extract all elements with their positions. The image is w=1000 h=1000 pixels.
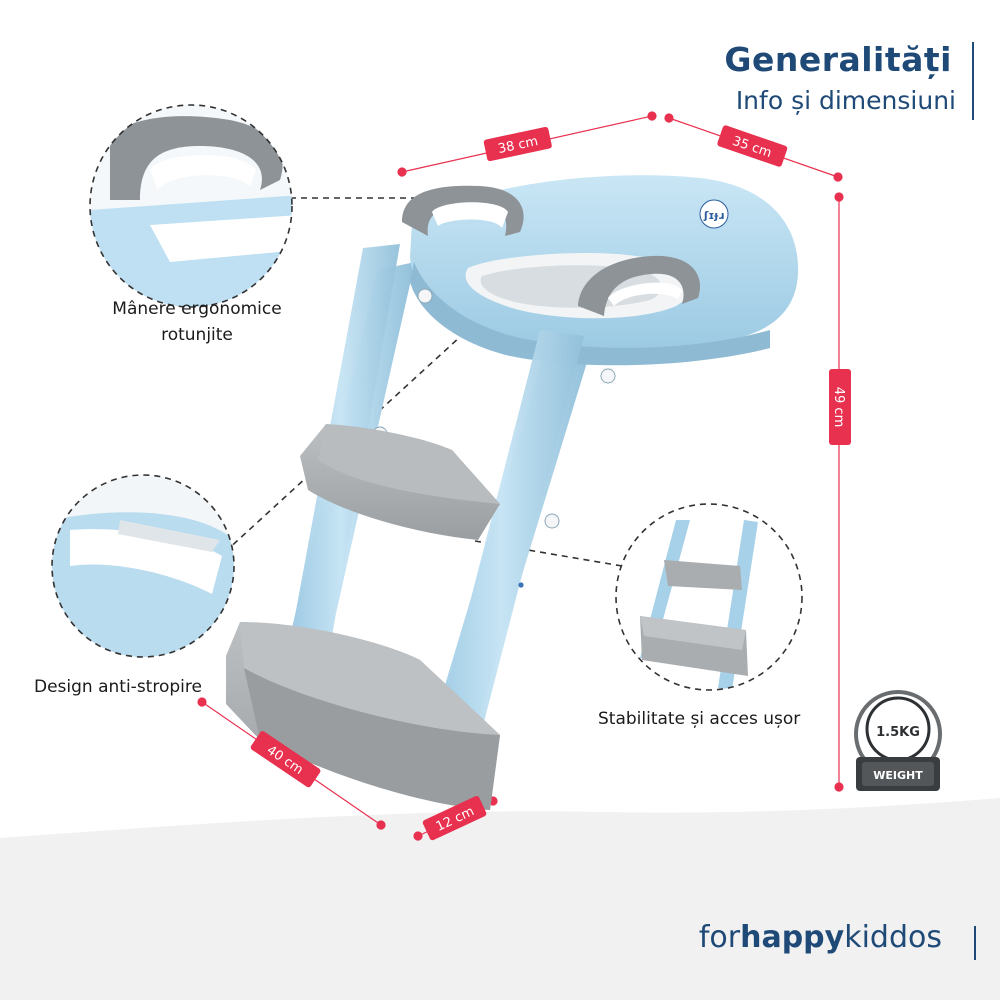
brand-bold: happy [740, 920, 845, 955]
floor-band [0, 798, 1000, 1000]
dim-top-width: 38 cm [483, 126, 552, 162]
brand-suffix: kiddos [844, 920, 942, 955]
feature-splash-caption: Design anti-stropire [34, 677, 202, 697]
zoom-circle-handle [89, 104, 293, 308]
brand-logo: forhappykiddos [699, 920, 942, 955]
weight-badge-icon [854, 690, 942, 791]
seat-logo: ʃɪɟɹ [703, 209, 724, 222]
weight-value: 1.5KG [876, 725, 920, 740]
brand-prefix: for [698, 920, 741, 955]
header-divider [972, 42, 974, 120]
feature-handles-caption: Mânere ergonomice rotunjite [112, 299, 282, 345]
zoom-circle-steps [615, 503, 803, 691]
dim-height-text: 49 cm [831, 387, 846, 428]
dim-top-depth: 35 cm [717, 125, 788, 167]
feature-stability-caption: Stabilitate și acces ușor [598, 709, 801, 729]
potty-ladder-illustration: ʃɪɟɹ [226, 175, 799, 810]
weight-label: WEIGHT [873, 769, 923, 782]
zoom-circle-splash [51, 474, 235, 658]
page-subtitle: Info și dimensiuni [735, 86, 956, 115]
brand-divider [974, 926, 976, 960]
dim-height: 49 cm [829, 369, 851, 445]
page-title: Generalități [724, 40, 952, 79]
dimension-labels: 38 cm 35 cm 49 cm 40 cm 12 cm [250, 125, 851, 841]
